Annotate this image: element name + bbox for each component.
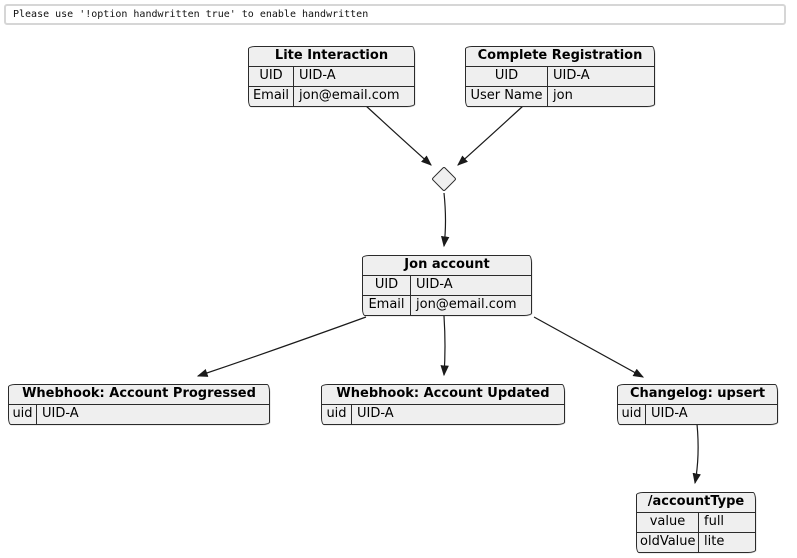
row-key: Email	[363, 296, 411, 315]
row-value: full	[704, 514, 725, 529]
row-value: UID-A	[42, 406, 79, 421]
arrow-jon-to-webhook-progressed	[196, 316, 367, 377]
row-key: UID	[363, 276, 411, 295]
object-webhook-account-progressed: Whebhook: Account Progressed uid UID-A	[8, 384, 270, 425]
row-key: uid	[322, 405, 352, 424]
object-changelog-upsert: Changelog: upsert uid UID-A	[617, 384, 778, 425]
row-key: UID	[466, 67, 548, 86]
arrow-merge-to-jon-account	[441, 192, 450, 248]
object-title: Lite Interaction	[274, 48, 389, 63]
object-title: Changelog: upsert	[629, 386, 766, 401]
table-row: uid UID-A	[9, 404, 269, 424]
row-key: uid	[618, 405, 646, 424]
row-key: Email	[249, 87, 294, 106]
table-row: UID UID-A	[466, 66, 654, 86]
row-value: lite	[704, 534, 725, 549]
row-value: UID-A	[299, 68, 336, 83]
row-value: UID-A	[651, 406, 688, 421]
object-lite-interaction: Lite Interaction UID UID-A Email jon@ema…	[248, 46, 415, 107]
table-row: UID UID-A	[249, 66, 414, 86]
arrow-lite-to-merge	[364, 104, 432, 166]
table-row: Email jon@email.com	[363, 295, 531, 315]
arrow-jon-to-changelog	[533, 316, 645, 378]
object-webhook-account-updated: Whebhook: Account Updated uid UID-A	[321, 384, 565, 425]
row-value: UID-A	[553, 68, 590, 83]
object-account-type: /accountType value full oldValue lite	[636, 492, 756, 553]
row-key: oldValue	[637, 533, 699, 552]
arrow-jon-to-webhook-updated	[440, 315, 449, 377]
object-jon-account: Jon account UID UID-A Email jon@email.co…	[362, 255, 532, 316]
object-title: Complete Registration	[477, 48, 643, 63]
row-value: UID-A	[416, 277, 453, 292]
arrow-complete-to-merge	[457, 105, 524, 166]
table-row: User Name jon	[466, 86, 654, 106]
table-row: value full	[637, 512, 755, 532]
object-title: /accountType	[647, 494, 745, 509]
note-text: Please use '!option handwritten true' to…	[13, 9, 369, 20]
row-value: jon@email.com	[299, 88, 400, 103]
row-key: uid	[9, 405, 37, 424]
object-title: Whebhook: Account Updated	[336, 386, 550, 401]
row-key: User Name	[466, 87, 548, 106]
row-value: jon	[553, 88, 573, 103]
table-row: oldValue lite	[637, 532, 755, 552]
note-box: Please use '!option handwritten true' to…	[4, 4, 786, 25]
arrow-changelog-to-accounttype	[692, 423, 701, 485]
row-key: UID	[249, 67, 294, 86]
table-row: uid UID-A	[618, 404, 777, 424]
object-title: Jon account	[404, 257, 490, 272]
object-title: Whebhook: Account Progressed	[22, 386, 256, 401]
row-key: value	[637, 513, 699, 532]
merge-diamond	[431, 166, 457, 192]
row-value: UID-A	[357, 406, 394, 421]
row-value: jon@email.com	[416, 297, 517, 312]
table-row: Email jon@email.com	[249, 86, 414, 106]
table-row: UID UID-A	[363, 275, 531, 295]
table-row: uid UID-A	[322, 404, 564, 424]
object-complete-registration: Complete Registration UID UID-A User Nam…	[465, 46, 655, 107]
